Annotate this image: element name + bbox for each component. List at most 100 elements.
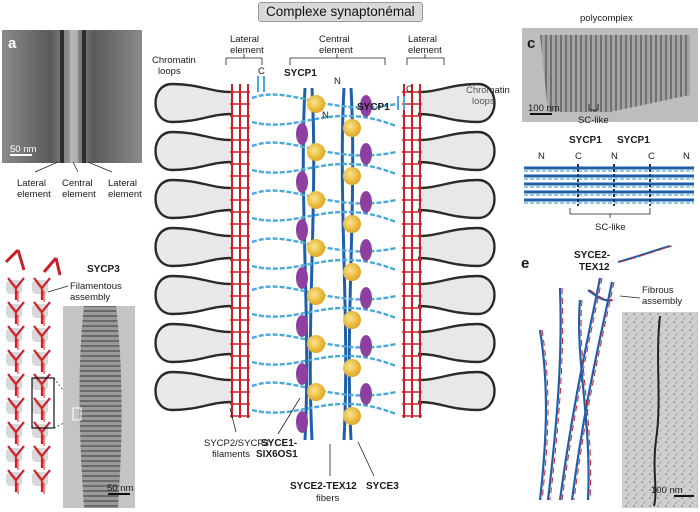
panel-e-pointer: [619, 295, 641, 299]
syce3-oval: [360, 287, 372, 309]
sycp3-dimer: [7, 325, 25, 348]
sycp3-dimer: [7, 469, 25, 492]
panel-main: Chromatin loops Lateral element Central …: [152, 34, 510, 504]
panel-b-zoom-box: [31, 377, 55, 429]
panel-c: polycomplex c 100 nm SC-like: [522, 13, 698, 126]
panel-d-sc-like: SC-like: [595, 222, 626, 233]
sycp3-dimer: [7, 445, 25, 468]
syce2-tex12-strand: [561, 277, 603, 501]
syce2-tex12-fiber: [340, 87, 348, 441]
panel-a-pointer-center: [72, 161, 79, 173]
central-element-globule: [343, 311, 361, 329]
panel-c-sc-like: SC-like: [578, 115, 609, 126]
sycp3-dimer-strand: [9, 425, 19, 446]
sycp3-dimer: [33, 445, 51, 468]
figure-title: Complexe synaptonémal: [258, 2, 423, 22]
central-element-globule: [343, 359, 361, 377]
sycp3-dimer: [33, 325, 51, 348]
main-term-c-left: C: [258, 66, 265, 77]
main-syce3: SYCE3: [366, 481, 399, 492]
syce2-tex12-strand: [580, 299, 592, 501]
syce3-oval: [296, 411, 308, 433]
central-element-globule: [343, 407, 361, 425]
main-lateral-left-1: Lateral: [230, 34, 259, 45]
chromatin-loop-right: [417, 226, 496, 268]
syce2-tex12-fiber: [617, 244, 671, 264]
sycp1-filament: [251, 189, 397, 205]
panel-b-em-marker: [72, 407, 82, 421]
panel-d-term-3: N: [611, 151, 618, 162]
sycp3-dimer-strand: [9, 281, 19, 302]
main-sycp1-right: SYCP1: [357, 102, 390, 113]
panel-a-label-lateral-left-2: element: [17, 189, 51, 200]
central-element-globule: [307, 143, 325, 161]
panel-e-em-image: [622, 312, 698, 508]
sycp3-dimer-strand: [9, 401, 19, 422]
sycp3-dimer: [33, 349, 51, 372]
syce2-tex12-strand: [589, 289, 615, 301]
sycp3-dimer-strand: [9, 329, 19, 350]
chromatin-loop-left: [154, 226, 233, 268]
sycp3-dimer: [7, 373, 25, 396]
panel-d-term-5: N: [683, 151, 690, 162]
panel-a-letter: a: [8, 35, 17, 52]
panel-c-scale-text: 100 nm: [528, 103, 560, 114]
sycp1-filament: [251, 210, 397, 224]
panel-c-em-lattice: [540, 35, 690, 112]
main-syce2-1: SYCE2-TEX12: [290, 481, 357, 492]
main-lateral-right-2: element: [408, 45, 442, 56]
panel-a-label-lateral-right-1: Lateral: [108, 178, 137, 189]
syce3-oval: [296, 219, 308, 241]
panel-a-label-lateral-right-2: element: [108, 189, 142, 200]
main-term-n-top: N: [334, 76, 341, 87]
panel-e-letter: e: [521, 255, 529, 272]
main-chromatin-left-1: Chromatin: [152, 55, 196, 66]
panel-d-bracket: [569, 208, 651, 218]
central-element-globule: [343, 167, 361, 185]
sycp1-c-terminus-right: [397, 96, 405, 110]
main-lateral-left-2: element: [230, 45, 264, 56]
sycp1-filament: [251, 93, 397, 109]
chromatin-loop-right: [417, 82, 496, 124]
central-element-globule: [307, 191, 325, 209]
main-bracket-lateral-left: [225, 54, 263, 65]
chromatin-loop-left: [154, 82, 233, 124]
sycp3-dimer-strand: [35, 449, 45, 470]
syce3-oval: [296, 363, 308, 385]
main-bracket-central: [289, 54, 386, 65]
syce2-tex12-strand: [573, 281, 615, 501]
chromatin-loop-left: [154, 274, 233, 316]
sycp3-dimer: [33, 397, 51, 420]
panel-e-scale-text: 100 nm: [651, 485, 683, 496]
panel-b-zoom-line-2: [53, 419, 71, 429]
sycp3-lattice: [6, 277, 51, 494]
sycp1-filament: [251, 354, 397, 368]
sycp3-dimer-strand: [35, 401, 45, 422]
panel-b-assembly-2: assembly: [70, 292, 110, 303]
main-lateral-right-1: Lateral: [408, 34, 437, 45]
panel-a: a 50 nm Lateral element Central element …: [2, 30, 142, 200]
panel-a-pointer-left: [34, 161, 59, 173]
main-term-n-mid: N: [322, 110, 329, 121]
sycp3-dimer: [7, 301, 25, 324]
chromatin-loop-right: [417, 274, 496, 316]
panel-a-scale-text: 50 nm: [10, 144, 36, 155]
panel-b-assembly-1: Filamentous: [70, 281, 122, 292]
sycp3-dimer-strand: [9, 449, 19, 470]
main-sycp1-left: SYCP1: [284, 68, 317, 79]
sycp1-filament: [251, 141, 397, 157]
panel-d-sycp1-a: SYCP1: [569, 135, 602, 146]
sycp3-dimer-strand: [9, 353, 19, 374]
sycp1-filament: [251, 114, 397, 128]
main-chromatin-right-2: loops: [472, 96, 495, 107]
sycp1-filament: [251, 237, 397, 253]
chromatin-loop-right: [417, 130, 496, 172]
sycp3-dimer-strand: [35, 329, 45, 350]
syce3-oval: [296, 123, 308, 145]
main-syce1-2: SIX6OS1: [256, 449, 298, 460]
syce3-oval: [296, 315, 308, 337]
sycp1-c-terminus-left: [257, 76, 265, 92]
syce2-tex12-fiber: [570, 281, 614, 501]
